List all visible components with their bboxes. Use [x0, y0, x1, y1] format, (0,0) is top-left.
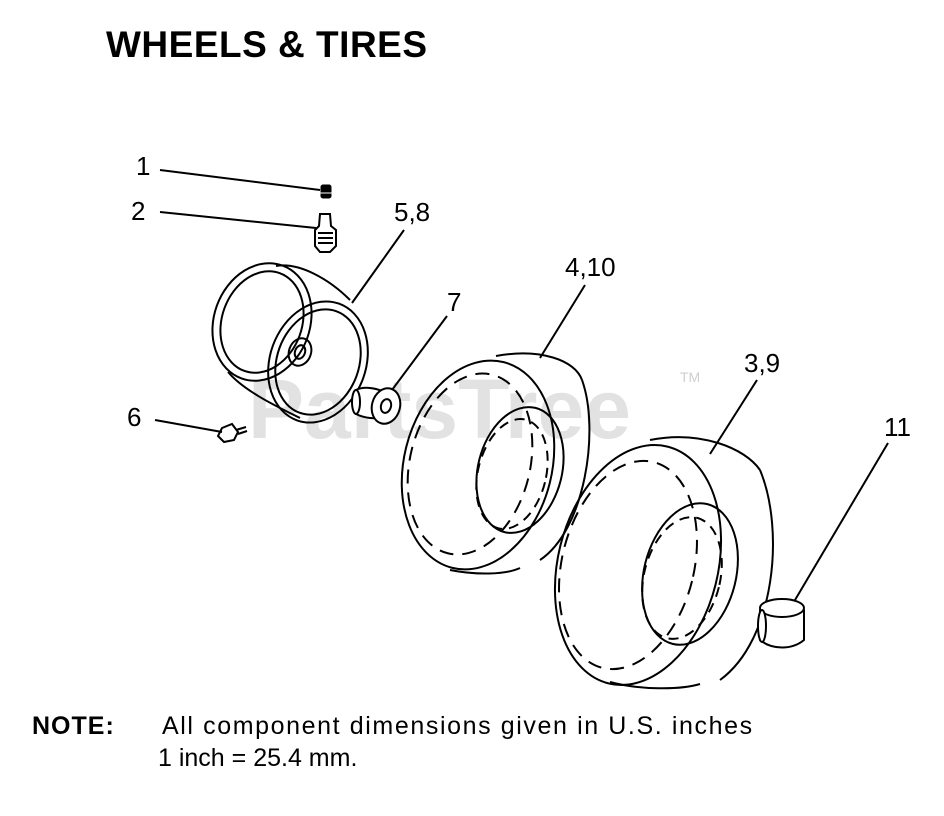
- callout-1: 1: [136, 151, 150, 181]
- part-bushing: [351, 386, 402, 425]
- part-tire-front: [400, 352, 591, 575]
- watermark-tm: TM: [680, 369, 700, 385]
- callout-4-10: 4,10: [565, 252, 616, 282]
- note-text-line1: All component dimensions given in U.S. i…: [162, 712, 754, 740]
- callout-7: 7: [447, 287, 461, 317]
- callout-3-9: 3,9: [744, 348, 780, 378]
- part-tire-rear: [553, 436, 774, 690]
- diagram-title: WHEELS & TIRES: [106, 24, 428, 65]
- note-label: NOTE:: [32, 712, 115, 740]
- part-hub-cap: [757, 598, 805, 649]
- callout-2: 2: [131, 196, 145, 226]
- part-valve-cap: [318, 184, 334, 199]
- part-valve-stem: [314, 213, 337, 253]
- watermark-text: PartsTree: [248, 362, 631, 456]
- part-wheel-rim: [211, 262, 369, 424]
- leader-lines: [154, 169, 889, 601]
- callout-6: 6: [127, 402, 141, 432]
- part-grease-fitting: [216, 422, 248, 444]
- callout-5-8: 5,8: [394, 197, 430, 227]
- note-text-line2: 1 inch = 25.4 mm.: [158, 744, 358, 772]
- callout-11: 11: [884, 412, 911, 442]
